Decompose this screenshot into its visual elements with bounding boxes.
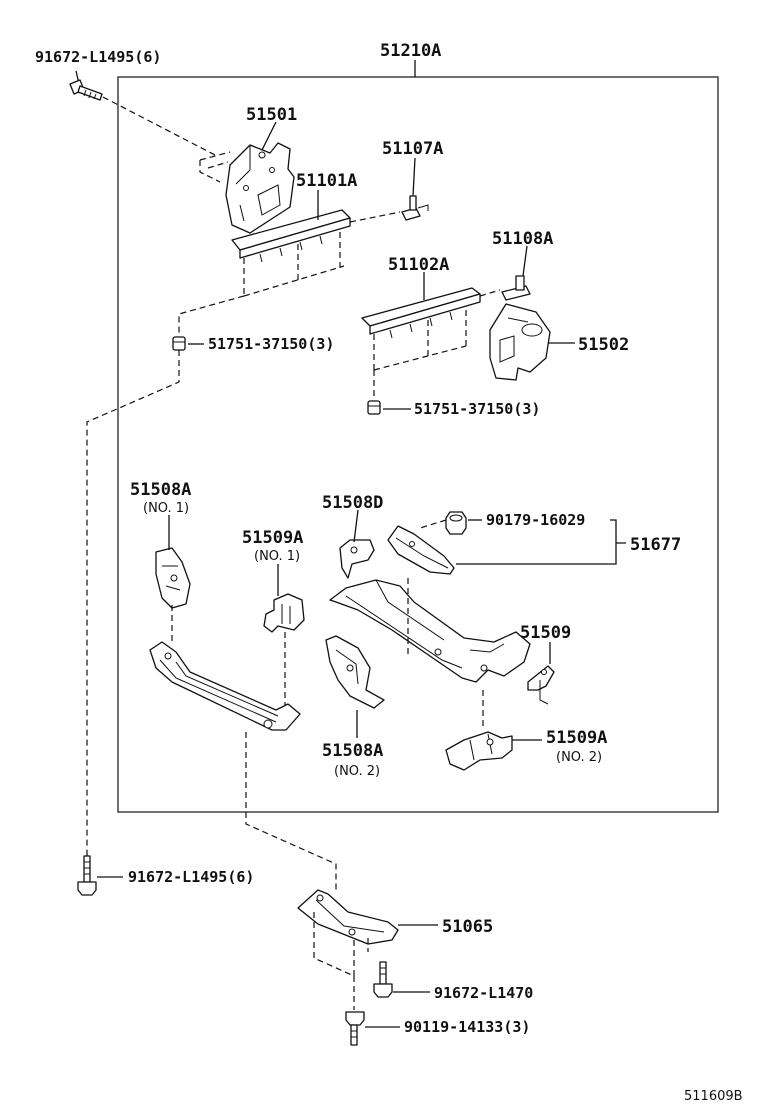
part-51101A: [231, 190, 351, 263]
part-51065: [297, 889, 438, 945]
label-91672-L1495-bottom: 91672-L1495(6): [128, 868, 254, 886]
note-51509A-no1: (NO. 1): [254, 549, 300, 564]
label-51509A-no2: 51509A: [546, 728, 607, 748]
part-51501: [225, 142, 295, 234]
part-51107A: [401, 157, 429, 221]
part-51508D: [339, 509, 375, 579]
part-51508A-no2: [325, 635, 385, 738]
part-90179-16029: [445, 511, 482, 535]
note-51509A-no2: (NO. 2): [556, 750, 602, 765]
label-51508A-no2: 51508A: [322, 741, 383, 761]
part-51509: [527, 642, 555, 705]
label-51509: 51509: [520, 623, 571, 643]
label-51102A: 51102A: [388, 255, 449, 275]
part-51509A-no2: [445, 731, 542, 771]
bolt-90119-14133: [345, 1011, 400, 1046]
note-51508A-no2: (NO. 2): [334, 764, 380, 779]
label-51751-37150-left: 51751-37150(3): [208, 335, 334, 353]
label-51509A-no1: 51509A: [242, 528, 303, 548]
part-51751-37150-right: [367, 400, 411, 415]
note-51508A-no1: (NO. 1): [143, 501, 189, 516]
label-51101A: 51101A: [296, 171, 357, 191]
part-51677-bracket: [387, 525, 455, 575]
label-51108A: 51108A: [492, 229, 553, 249]
label-51501: 51501: [246, 105, 297, 125]
label-90179-16029: 90179-16029: [486, 511, 585, 529]
part-51509A-no1: [263, 564, 305, 633]
assembly-frame: [117, 76, 719, 813]
label-90119-14133: 90119-14133(3): [404, 1018, 530, 1036]
label-51107A: 51107A: [382, 139, 443, 159]
bolt-91672-L1495-bottom: [77, 855, 123, 896]
part-51502: [489, 303, 575, 381]
part-51102A: [361, 272, 481, 339]
label-51210A: 51210A: [380, 41, 441, 61]
label-51502: 51502: [578, 335, 629, 355]
label-51508D: 51508D: [322, 493, 383, 513]
label-51751-37150-right: 51751-37150(3): [414, 400, 540, 418]
part-crossmember-left: [149, 641, 301, 731]
label-51677: 51677: [630, 535, 681, 555]
part-51108A: [501, 245, 531, 301]
bolt-91672-L1495-top: [69, 70, 103, 101]
label-91672-L1470: 91672-L1470: [434, 984, 533, 1002]
bolt-91672-L1470: [373, 961, 430, 998]
label-91672-L1495-top: 91672-L1495(6): [35, 48, 161, 66]
part-51508A-no1: [155, 515, 191, 609]
diagram-code: 511609B: [684, 1089, 743, 1104]
part-51751-37150-left: [172, 336, 204, 351]
label-51065: 51065: [442, 917, 493, 937]
label-51508A-no1: 51508A: [130, 480, 191, 500]
part-crossmember-center: [329, 579, 531, 683]
